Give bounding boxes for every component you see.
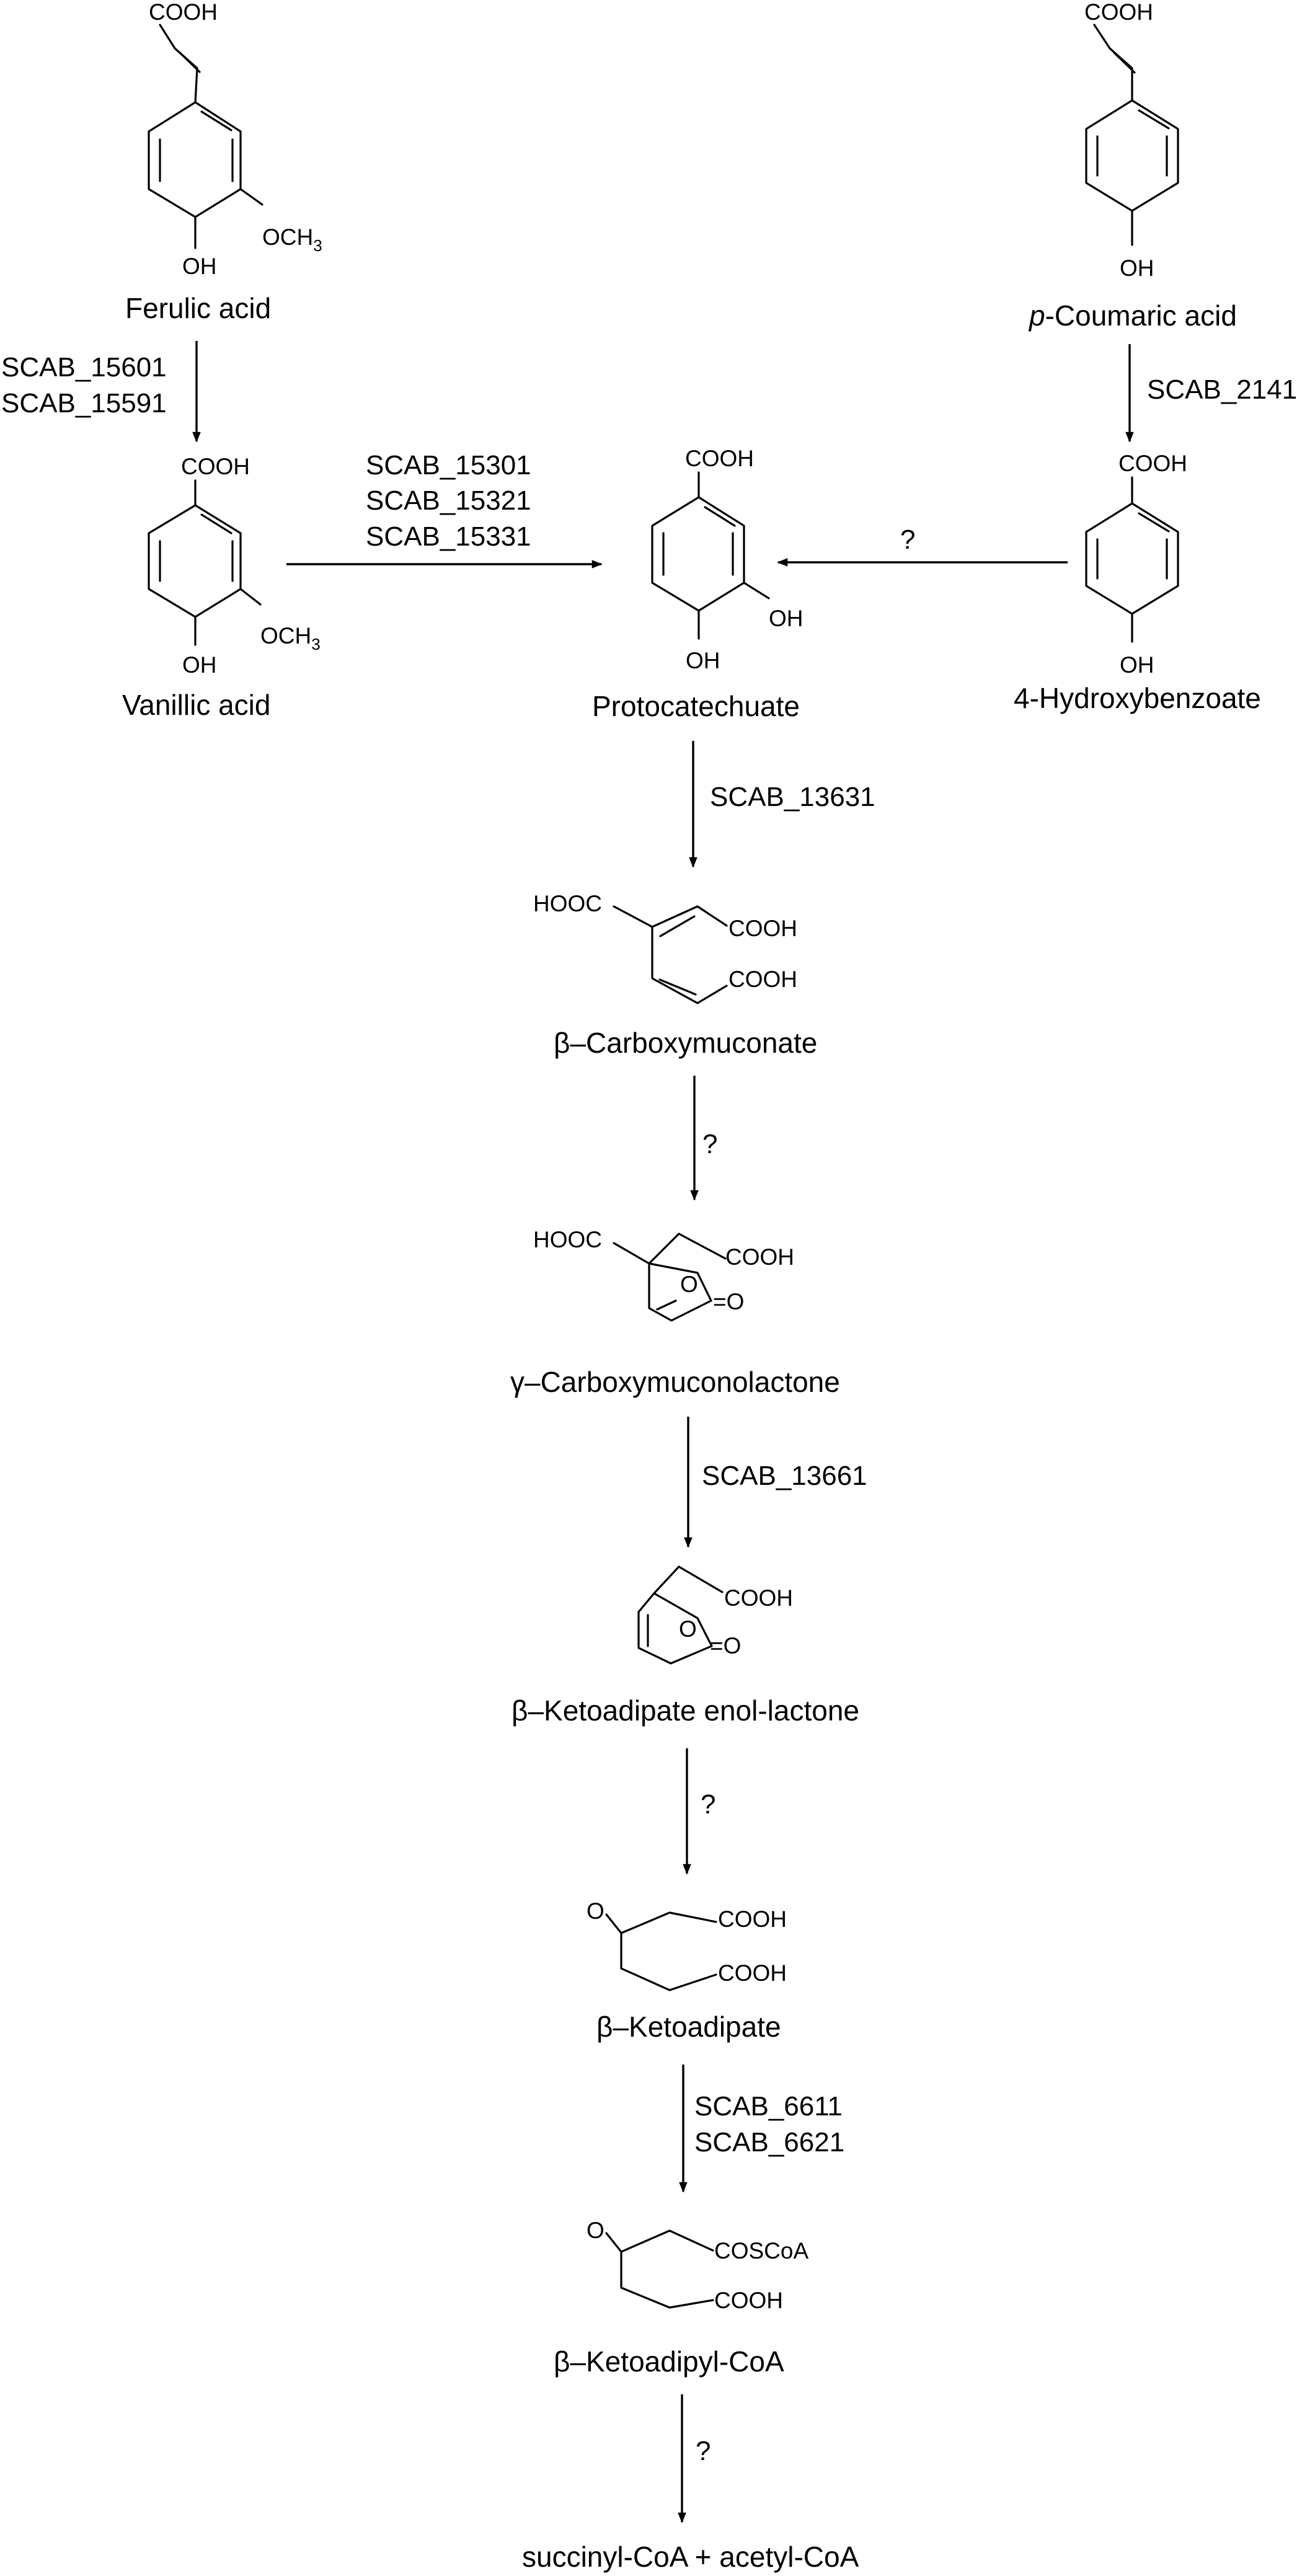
enzyme-scab-15591: SCAB_15591 <box>1 388 167 418</box>
lactone-ring-oxygen: O <box>680 1272 698 1297</box>
enzyme-scab-2141: SCAB_2141 <box>1147 374 1297 405</box>
enol-lactone-label: β–Ketoadipate enol-lactone <box>511 1694 859 1727</box>
protocatechuate-oh3-bond <box>743 582 770 600</box>
enzyme-unknown-hydrolase: ? <box>701 1789 715 1820</box>
vanillic-och3-bond <box>239 588 262 606</box>
lactone-cooh-label: COOH <box>725 1244 794 1270</box>
protocatechuate-oh3-label: OH <box>769 606 804 631</box>
carboxymuconate-chain <box>613 905 728 1004</box>
ferulic-ring-double-bonds <box>159 110 234 182</box>
protocatechuate-oh4-label: OH <box>686 648 720 673</box>
p-coumaric-acid-label: p-Coumaric acid <box>1028 299 1237 332</box>
coumaric-cooh-label: COOH <box>1084 0 1153 25</box>
carboxymuconate-label: β–Carboxymuconate <box>554 1027 817 1059</box>
protocatechuate-structure: COOH OH OH <box>651 446 804 673</box>
vanillic-benzene-ring <box>148 504 242 618</box>
enzyme-scab-15331: SCAB_15331 <box>366 521 531 552</box>
carboxymuconate-cooh-upper: COOH <box>728 916 797 941</box>
protocatechuate-label: Protocatechuate <box>592 690 800 722</box>
ketoadipate-cooh-upper: COOH <box>718 1906 787 1932</box>
ferulic-benzene-ring <box>148 101 242 218</box>
enzyme-scab-6611: SCAB_6611 <box>694 2091 843 2122</box>
coumaric-double-bond <box>1113 51 1136 74</box>
ferulic-och3-bond <box>239 188 263 206</box>
ketoadipyl-coa-cooh-label: COOH <box>714 2288 783 2313</box>
ketoadipate-structure: O COOH COOH <box>587 1898 787 1991</box>
ferulic-oh-label: OH <box>182 254 217 279</box>
ketoadipate-ketone-oxygen: O <box>587 1898 604 1924</box>
lactone-carbonyl-oxygen: =O <box>713 1289 744 1314</box>
hydroxybenzoate-structure: COOH OH <box>1085 451 1187 678</box>
ferulic-acid-structure: COOH OCH3 OH <box>148 0 322 279</box>
enol-lactone-carbonyl-oxygen: =O <box>710 1633 741 1658</box>
coumaric-ring-double-bonds <box>1096 109 1170 177</box>
enzyme-scab-13661: SCAB_13661 <box>702 1461 867 1491</box>
coumaric-oh-label: OH <box>1120 255 1154 281</box>
ferulic-och3-label: OCH3 <box>262 224 322 255</box>
enol-lactone-ring-and-chain <box>637 1565 724 1665</box>
enzyme-unknown-thiolase: ? <box>696 2436 711 2466</box>
ketoadipyl-coa-structure: O COSCoA COOH <box>587 2218 808 2313</box>
carboxymuconate-structure: HOOC COOH COOH <box>533 891 797 1004</box>
carboxymuconate-hooc-label: HOOC <box>533 891 602 916</box>
ketoadipyl-coa-chain <box>605 2229 714 2309</box>
lactone-ring-and-chain <box>613 1233 727 1322</box>
lactone-ring-double-bond <box>656 1299 677 1311</box>
ketoadipate-cooh-lower: COOH <box>718 1960 787 1986</box>
ketoadipate-label: β–Ketoadipate <box>596 2011 781 2043</box>
coumaric-side-chain <box>1093 24 1133 102</box>
ketoadipyl-coa-label: β–Ketoadipyl-CoA <box>554 2345 784 2378</box>
protocatechuate-benzene-ring <box>651 496 745 612</box>
protocatechuate-cooh-label: COOH <box>685 446 754 471</box>
ketoadipyl-coa-ketone-oxygen: O <box>587 2218 604 2243</box>
hydroxybenzoate-label: 4-Hydroxybenzoate <box>1014 682 1261 714</box>
enol-lactone-cooh-label: COOH <box>724 1585 793 1611</box>
carboxymuconolactone-structure: HOOC O =O COOH <box>533 1227 794 1322</box>
p-coumaric-acid-structure: COOH OH <box>1084 0 1179 281</box>
hydroxybenzoate-benzene-ring <box>1085 502 1179 615</box>
vanillic-acid-structure: COOH OCH3 OH <box>148 454 321 678</box>
hydroxybenzoate-ring-double-bonds <box>1096 512 1170 580</box>
vanillic-ring-double-bonds <box>159 513 234 582</box>
hydroxybenzoate-oh-label: OH <box>1120 652 1154 678</box>
enzyme-unknown-hydroxylase: ? <box>900 524 915 555</box>
ferulic-double-bond <box>179 51 201 73</box>
enzyme-scab-6621: SCAB_6621 <box>694 2127 844 2158</box>
protocatechuate-ring-double-bonds <box>662 506 736 576</box>
vanillic-och3-label: OCH3 <box>260 623 321 653</box>
enol-lactone-structure: O =O COOH <box>637 1565 793 1665</box>
ferulic-acid-label: Ferulic acid <box>125 292 271 324</box>
enol-lactone-ring-oxygen: O <box>679 1616 697 1642</box>
carboxymuconate-cooh-lower: COOH <box>728 967 797 992</box>
enzyme-scab-15321: SCAB_15321 <box>366 485 531 516</box>
enzyme-scab-15601: SCAB_15601 <box>1 352 167 383</box>
enzyme-scab-15301: SCAB_15301 <box>366 450 531 480</box>
enzyme-unknown-cycloisomerase: ? <box>702 1129 717 1159</box>
coumaric-benzene-ring <box>1085 99 1179 212</box>
lactone-hooc-label: HOOC <box>533 1227 602 1252</box>
ketoadipate-chain <box>605 1911 717 1991</box>
carboxymuconate-double-bonds <box>658 915 697 996</box>
hydroxybenzoate-cooh-label: COOH <box>1118 451 1187 476</box>
enzyme-scab-13631: SCAB_13631 <box>710 782 875 812</box>
final-products-label: succinyl-CoA + acetyl-CoA <box>522 2541 859 2573</box>
vanillic-acid-label: Vanillic acid <box>122 689 270 721</box>
carboxymuconolactone-label: γ–Carboxymuconolactone <box>510 1366 840 1398</box>
ferulic-cooh-label: COOH <box>149 0 218 25</box>
vanillic-oh-label: OH <box>182 652 217 678</box>
ketoadipyl-coa-coscoa-label: COSCoA <box>714 2238 808 2264</box>
vanillic-cooh-label: COOH <box>181 454 250 479</box>
